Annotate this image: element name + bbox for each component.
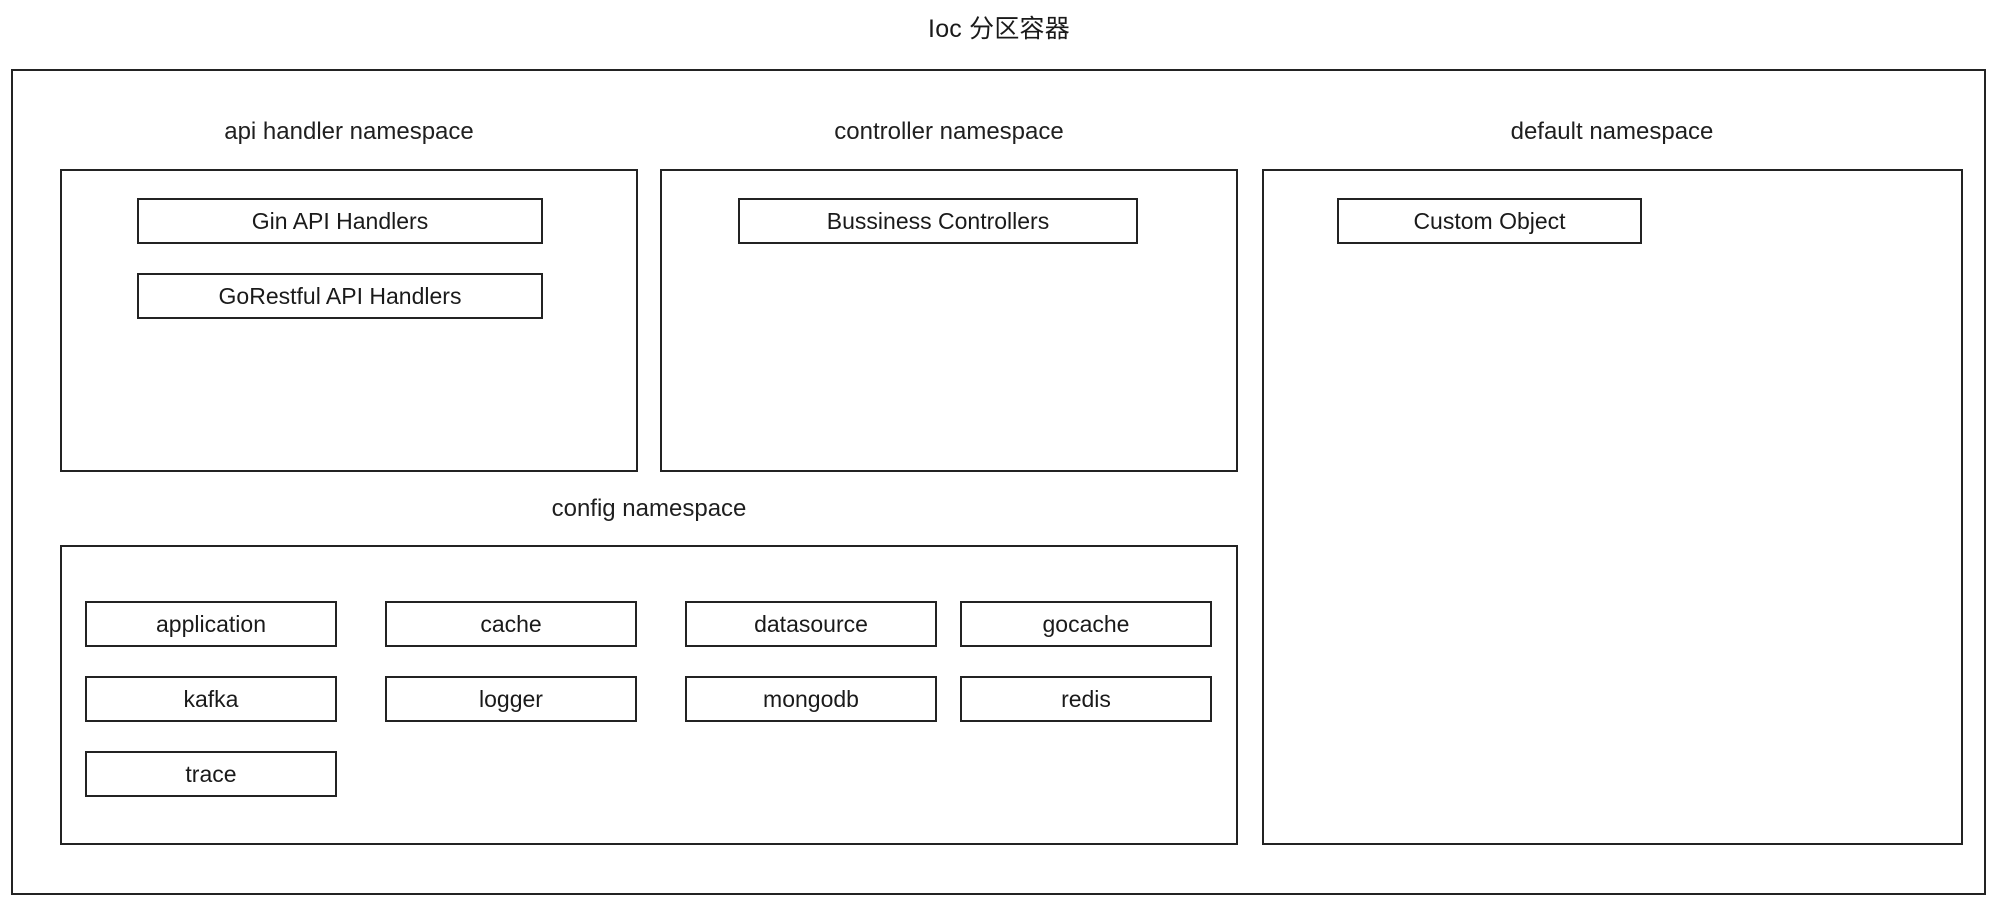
namespace-label-default: default namespace	[1510, 118, 1714, 145]
namespace-panel-default	[1262, 169, 1963, 845]
item-gorestful-api-handlers[interactable]: GoRestful API Handlers	[137, 273, 543, 319]
config-item-gocache[interactable]: gocache	[960, 601, 1212, 647]
config-item-kafka[interactable]: kafka	[85, 676, 337, 722]
config-item-logger[interactable]: logger	[385, 676, 637, 722]
namespace-label-config: config namespace	[551, 495, 747, 522]
item-gin-api-handlers[interactable]: Gin API Handlers	[137, 198, 543, 244]
config-item-application[interactable]: application	[85, 601, 337, 647]
config-item-cache[interactable]: cache	[385, 601, 637, 647]
config-item-redis[interactable]: redis	[960, 676, 1212, 722]
namespace-label-controller: controller namespace	[834, 118, 1064, 145]
namespace-label-api-handler: api handler namespace	[224, 118, 474, 145]
config-item-trace[interactable]: trace	[85, 751, 337, 797]
config-item-datasource[interactable]: datasource	[685, 601, 937, 647]
item-custom-object[interactable]: Custom Object	[1337, 198, 1642, 244]
item-bussiness-controllers[interactable]: Bussiness Controllers	[738, 198, 1138, 244]
page-title: Ioc 分区容器	[928, 15, 1070, 43]
config-item-mongodb[interactable]: mongodb	[685, 676, 937, 722]
